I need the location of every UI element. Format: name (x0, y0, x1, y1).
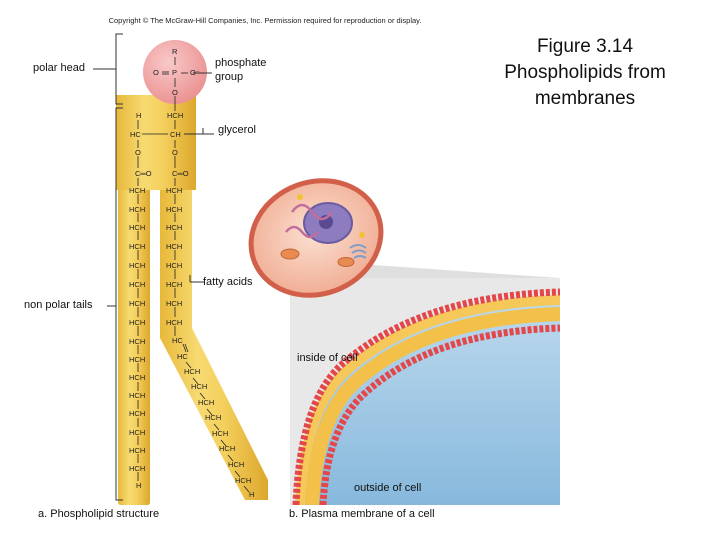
animal-cell-illustration (248, 178, 560, 505)
right-chain-kinked-unit: HCH (184, 367, 201, 376)
left-chain-unit: HCH (129, 299, 146, 308)
right-chain-unit: HCH (166, 261, 183, 270)
phosphorus-label: P (172, 68, 178, 77)
figure-title: Figure 3.14 Phospholipids from membranes (470, 34, 700, 112)
right-chain-double-bond-carbon: HC (172, 336, 183, 345)
phospholipid-molecule (116, 40, 268, 505)
figure-title-line-1: Figure 3.14 (536, 36, 634, 57)
endoplasmic-reticulum (285, 203, 334, 239)
glycerol-hc-mid: HC (130, 130, 141, 139)
non-polar-tails-label: non polar tails (24, 299, 93, 311)
right-chain-kinked-unit: HCH (198, 398, 215, 407)
mitochondrion-1 (280, 248, 300, 260)
right-chain-terminal-h: H (249, 490, 255, 499)
left-chain-unit: HCH (129, 373, 146, 382)
figure-title-line-2: Phospholipids from (504, 62, 666, 83)
right-chain-unit: HCH (166, 205, 183, 214)
right-chain-unit: HCH (166, 242, 183, 251)
vesicle-1 (297, 194, 303, 200)
left-chain-unit: HCH (129, 355, 146, 364)
left-chain-terminal-h: H (136, 481, 142, 490)
right-chain-kinked-unit: HCH (219, 444, 236, 453)
right-chain-unit: HCH (166, 280, 183, 289)
polar-head-label: polar head (33, 62, 85, 74)
phosphate-oxygen-left: O (153, 68, 159, 77)
left-chain-unit: HCH (129, 318, 146, 327)
glycerol-label: glycerol (218, 124, 256, 136)
glycerol-hch-top: HCH (167, 111, 184, 120)
right-chain-unit: HCH (166, 186, 183, 195)
membrane-heads-inner (292, 288, 560, 505)
phosphate-oxygen-minus: O⁻ (190, 68, 200, 77)
left-chain-unit: HCH (129, 223, 146, 232)
ester-oxygen-left: O (135, 148, 141, 157)
membrane-heads-outer (319, 324, 560, 505)
caption-b: b. Plasma membrane of a cell (289, 508, 435, 520)
fatty-acids-label: fatty acids (203, 276, 253, 288)
right-chain-kinked-unit: HCH (235, 476, 252, 485)
right-chain-unit: HCH (166, 223, 183, 232)
right-chain-kinked-unit: HCH (191, 382, 208, 391)
caption-a: a. Phospholipid structure (38, 508, 160, 520)
mitochondrion-2 (337, 257, 355, 267)
ester-oxygen-right: O (172, 148, 178, 157)
left-chain-unit: HCH (129, 337, 146, 346)
phosphate-group-label-line-1: phosphate (215, 57, 267, 69)
r-group-label: R (172, 47, 178, 56)
tail-left (118, 95, 150, 505)
left-chain-unit: HCH (129, 186, 146, 195)
right-chain-kinked-unit: HCH (228, 460, 245, 469)
chemical-bonds (137, 57, 250, 493)
inside-of-cell-label: inside of cell (297, 352, 358, 364)
inside-region (290, 278, 560, 505)
leader-lines (93, 33, 214, 501)
left-chain-unit: HCH (129, 391, 146, 400)
carbonyl-right: C═O (172, 169, 189, 178)
polar-head-bracket (115, 33, 123, 105)
left-chain-unit: HCH (129, 409, 146, 418)
left-chain-unit: HCH (129, 205, 146, 214)
golgi-apparatus (349, 244, 367, 259)
left-chain-unit: HCH (129, 280, 146, 289)
left-chain-unit: HCH (129, 464, 146, 473)
phosphate-oxygen-bottom: O (172, 88, 178, 97)
vesicle-2 (359, 232, 365, 238)
phosphate-group-label: phosphate group (215, 56, 266, 84)
right-chain-kinked-unit: HCH (212, 429, 229, 438)
non-polar-bracket (115, 107, 123, 501)
copyright-notice: Copyright © The McGraw-Hill Companies, I… (108, 16, 422, 25)
phosphate-group-label-line-2: group (215, 71, 244, 83)
tail-right (160, 95, 268, 500)
polar-head-sphere (143, 40, 207, 104)
membrane-top-layer (295, 295, 560, 505)
glycerol-h-top: H (136, 111, 142, 120)
right-chain-unit: HCH (166, 299, 183, 308)
glycerol-ch-mid: CH (170, 130, 181, 139)
left-chain-unit: HCH (129, 428, 146, 437)
right-chain-unit: HCH (166, 318, 183, 327)
right-chain-double-bond-carbon: HC (177, 352, 188, 361)
outside-of-cell-label: outside of cell (354, 482, 422, 494)
left-chain-unit: HCH (129, 242, 146, 251)
right-chain-kinked-unit: HCH (205, 413, 222, 422)
left-chain-unit: HCH (129, 261, 146, 270)
carbonyl-left: C═O (135, 169, 152, 178)
membrane-core (305, 307, 560, 505)
glycerol-backbone (116, 95, 196, 190)
left-chain-unit: HCH (129, 446, 146, 455)
figure-title-line-3: membranes (534, 88, 636, 109)
